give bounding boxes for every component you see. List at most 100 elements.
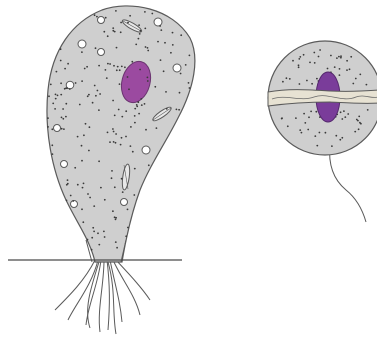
granule <box>112 210 114 212</box>
granule <box>350 56 352 58</box>
granule <box>98 244 100 246</box>
granule <box>318 56 320 58</box>
granule <box>81 208 83 210</box>
granule <box>331 145 333 147</box>
granule <box>338 56 340 58</box>
granule <box>295 117 297 119</box>
granule <box>307 129 309 131</box>
granule <box>157 41 159 43</box>
granule <box>87 239 89 241</box>
granule <box>136 104 138 106</box>
granule <box>358 128 360 130</box>
granule <box>354 131 356 133</box>
granule <box>112 27 114 29</box>
granule <box>83 183 85 185</box>
granule <box>67 183 69 185</box>
granule <box>341 137 343 139</box>
granule <box>66 87 68 89</box>
granule <box>121 116 123 118</box>
granule <box>99 93 101 95</box>
granule <box>122 191 124 193</box>
granule <box>120 22 122 24</box>
granule <box>359 74 361 76</box>
granule <box>64 88 66 90</box>
granule <box>115 219 117 221</box>
granule <box>81 51 83 53</box>
granule <box>360 123 362 125</box>
granule <box>130 126 132 128</box>
granule <box>147 47 149 49</box>
flagellum <box>330 145 366 222</box>
granule <box>117 66 119 68</box>
granule <box>346 60 348 62</box>
granule <box>138 24 140 26</box>
granule <box>172 44 174 46</box>
granule <box>299 83 301 85</box>
granule <box>95 95 97 97</box>
granule <box>121 137 123 139</box>
granule <box>298 58 300 60</box>
granule <box>147 77 149 79</box>
granule <box>48 95 50 97</box>
granule <box>127 227 129 229</box>
granule <box>147 50 149 52</box>
granule <box>286 77 288 79</box>
granule <box>189 87 191 89</box>
granule <box>289 78 291 80</box>
granule <box>124 66 126 68</box>
granule <box>104 199 106 201</box>
granule <box>148 164 150 166</box>
granule <box>306 80 308 82</box>
granule <box>106 77 108 79</box>
granule <box>52 103 54 105</box>
granule <box>62 108 64 110</box>
granule <box>172 32 174 34</box>
granule <box>120 31 122 33</box>
granule <box>339 68 341 70</box>
granule <box>112 128 114 130</box>
granule <box>334 66 336 68</box>
granule <box>105 17 107 19</box>
granule <box>336 57 338 59</box>
granule <box>178 109 180 111</box>
granule <box>111 177 113 179</box>
granule <box>115 10 117 12</box>
granule <box>358 116 360 118</box>
granule <box>179 92 181 94</box>
granule <box>116 47 118 49</box>
granule <box>355 78 357 80</box>
granule <box>113 131 115 133</box>
granule <box>134 122 136 124</box>
granule <box>51 144 53 146</box>
elongated-cell <box>8 6 195 334</box>
granule <box>343 110 345 112</box>
granule <box>89 197 91 199</box>
granule <box>88 94 90 96</box>
granule <box>310 111 312 113</box>
granule <box>100 187 102 189</box>
granule <box>304 122 306 124</box>
granule <box>339 74 341 76</box>
granule <box>88 150 90 152</box>
granule <box>77 184 79 186</box>
granule <box>107 63 109 65</box>
granule <box>60 82 62 84</box>
granule <box>57 95 59 97</box>
granule <box>91 249 93 251</box>
granule <box>303 54 305 56</box>
granule <box>292 60 294 62</box>
granule <box>103 31 105 33</box>
granule <box>114 186 116 188</box>
granule <box>113 65 115 67</box>
granule <box>94 85 96 87</box>
granule <box>81 145 83 147</box>
granule <box>83 134 85 136</box>
granule <box>64 68 66 70</box>
granule <box>138 38 140 40</box>
granule <box>119 83 121 85</box>
granule <box>185 64 187 66</box>
granule <box>62 118 64 120</box>
granule <box>299 129 301 131</box>
granule <box>96 16 98 18</box>
granule <box>156 127 158 129</box>
